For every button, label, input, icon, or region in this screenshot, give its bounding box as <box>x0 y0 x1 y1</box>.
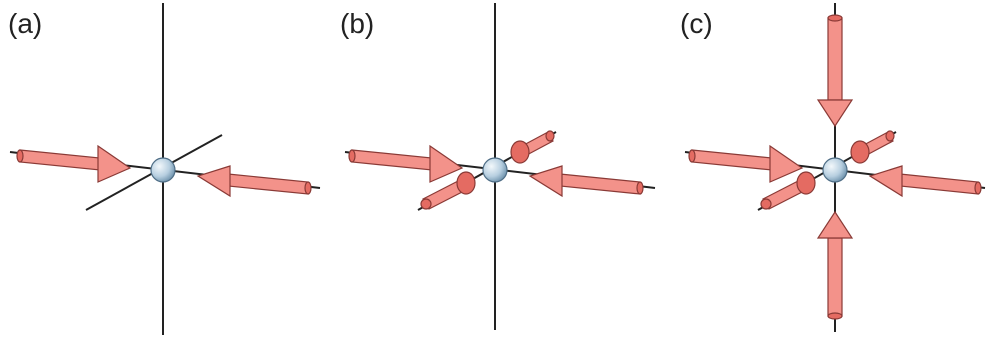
panel-b-left-arrow <box>348 144 464 183</box>
panel-c-top-arrow <box>816 14 854 128</box>
panel-a-left-arrow <box>16 144 132 183</box>
panel-c-center-sphere <box>822 157 848 183</box>
panel-b-back-depth-arrow <box>510 130 555 164</box>
panel-c <box>684 3 986 332</box>
panel-b-label: (b) <box>340 8 375 39</box>
panel-b-right-arrow <box>528 165 644 198</box>
panel-a-center-sphere <box>150 157 176 183</box>
panel-c-front-depth-arrow <box>760 171 816 210</box>
panel-c-bottom-arrow <box>816 210 854 320</box>
panel-b <box>344 3 656 330</box>
panel-c-label: (c) <box>680 8 713 39</box>
panel-c-right-arrow <box>868 165 982 198</box>
panel-a-label: (a) <box>8 8 43 39</box>
panel-c-back-depth-arrow <box>850 130 895 164</box>
panel-b-front-depth-arrow <box>420 171 476 210</box>
panel-a-right-arrow <box>196 165 312 198</box>
panel-c-left-arrow <box>688 144 804 183</box>
panel-a <box>9 3 321 335</box>
panel-b-center-sphere <box>482 157 508 183</box>
